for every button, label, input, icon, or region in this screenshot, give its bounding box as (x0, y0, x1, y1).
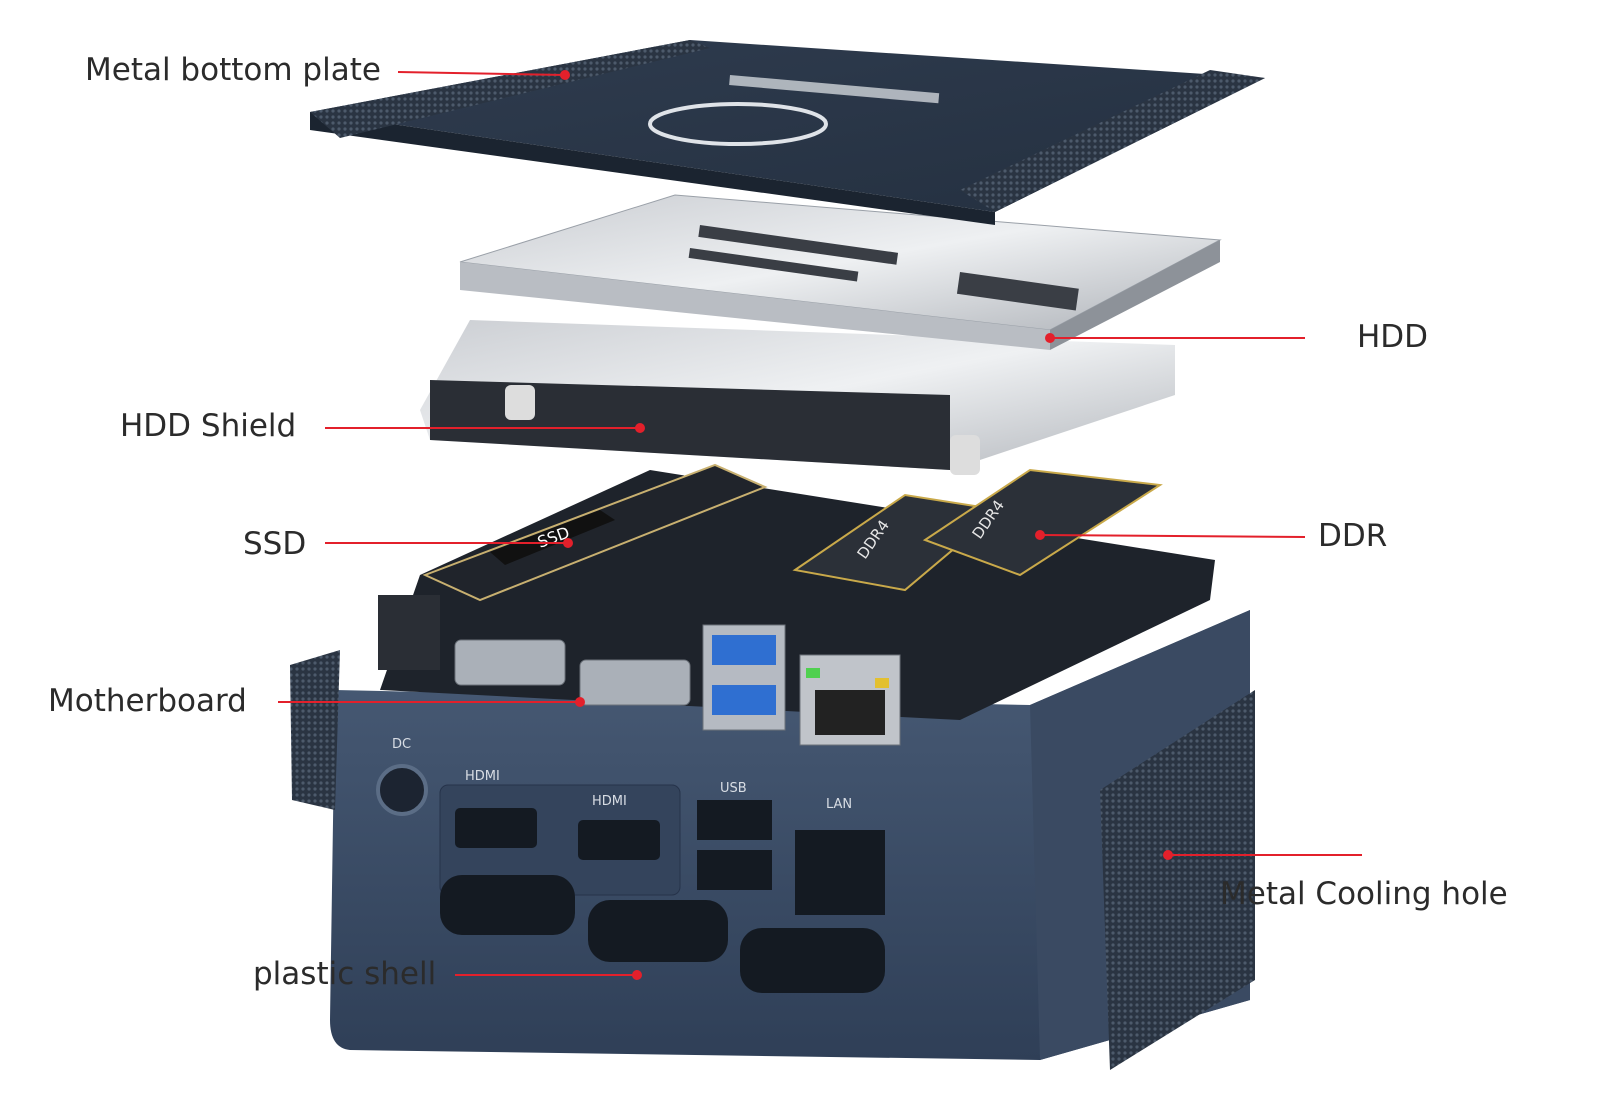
label-metal-cooling-hole: Metal Cooling hole (1220, 876, 1508, 912)
dc-jack (378, 595, 440, 670)
hdmi-port-1 (455, 808, 537, 848)
logo-emblem (648, 102, 828, 146)
label-plastic-shell: plastic shell (253, 956, 437, 992)
hdd (459, 194, 1222, 350)
label-hdd: HDD (1357, 319, 1429, 355)
port-label-dc: DC (392, 737, 411, 752)
label-hdd-shield: HDD Shield (120, 408, 297, 444)
cooling-mesh-right (1100, 690, 1255, 1070)
dc-port (376, 764, 428, 816)
metal-bottom-plate (310, 40, 1265, 225)
port-label-hdmi-2: HDMI (592, 794, 627, 809)
ssd-module: SSD (422, 463, 768, 602)
port-label-usb: USB (720, 781, 747, 796)
hdd-shield (420, 320, 1175, 475)
callouts (278, 70, 1362, 980)
label-ddr: DDR (1318, 518, 1388, 554)
ddr-modules: DDR4 DDR4 (792, 468, 1163, 592)
hdmi-port-2 (578, 820, 660, 860)
port-label-lan: LAN (826, 797, 852, 812)
cooling-mesh-left (290, 650, 340, 810)
lan-port (795, 830, 885, 915)
label-metal-bottom-plate: Metal bottom plate (85, 52, 381, 88)
port-label-hdmi-1: HDMI (465, 769, 500, 784)
label-motherboard: Motherboard (48, 683, 247, 719)
plastic-shell: DC HDMI HDMI USB LAN (290, 610, 1255, 1070)
label-ssd: SSD (243, 526, 307, 562)
usb-port-2 (697, 850, 772, 890)
usb-port-1 (697, 800, 772, 840)
